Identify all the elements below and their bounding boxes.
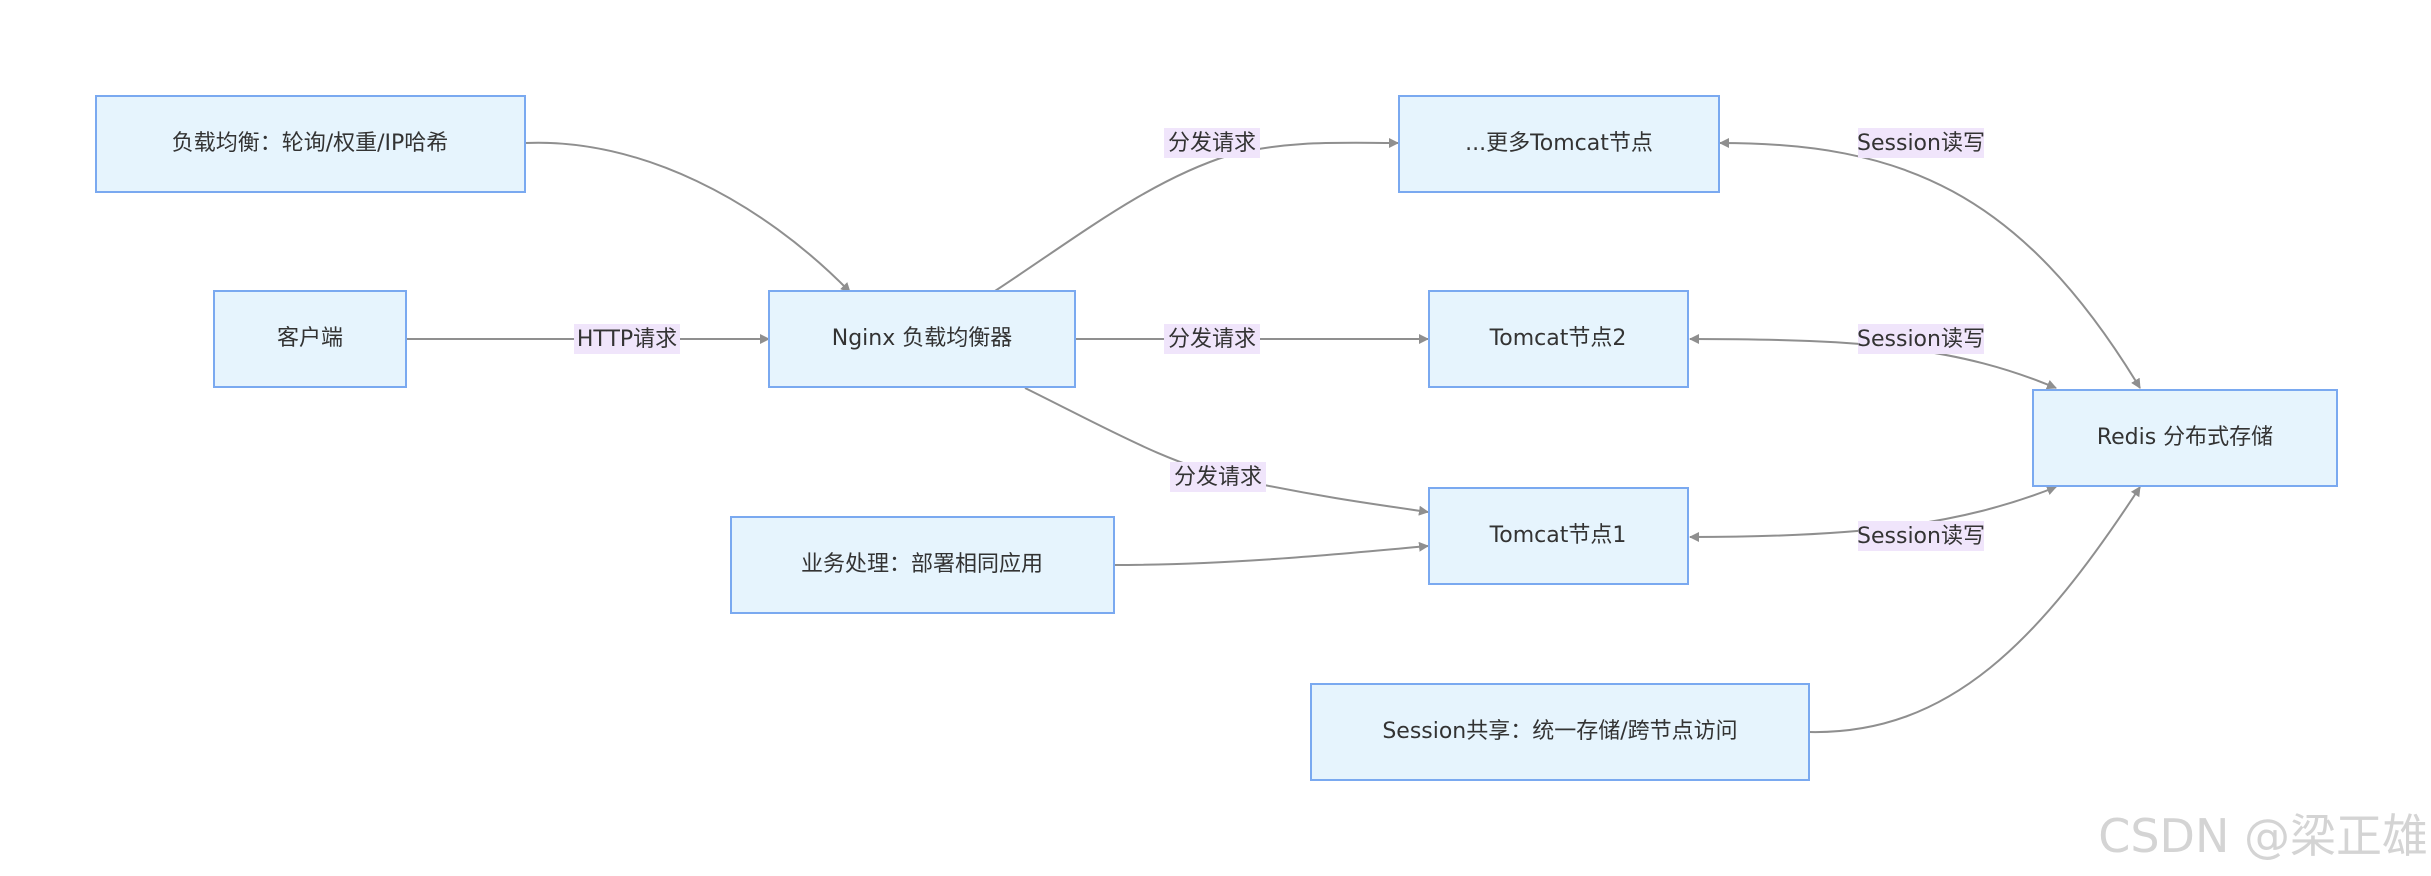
svg-text:业务处理：部署相同应用: 业务处理：部署相同应用 bbox=[801, 552, 1043, 577]
edge-label-http: HTTP请求 bbox=[574, 324, 680, 354]
node-client: 客户端 bbox=[213, 290, 407, 388]
node-lb-strategy: 负载均衡：轮询/权重/IP哈希 bbox=[95, 95, 526, 193]
edge-label-dispatch-2: 分发请求 bbox=[1164, 324, 1260, 354]
node-tomcat1: Tomcat节点1 bbox=[1428, 487, 1689, 585]
edge-label-session-1: Session读写 bbox=[1857, 521, 1985, 551]
svg-text:Tomcat节点1: Tomcat节点1 bbox=[1489, 523, 1627, 548]
svg-text:Nginx 负载均衡器: Nginx 负载均衡器 bbox=[832, 326, 1013, 351]
edge-nginx-to-tomcat1 bbox=[1024, 387, 1429, 516]
node-biz: 业务处理：部署相同应用 bbox=[730, 516, 1115, 614]
svg-text:Redis 分布式存储: Redis 分布式存储 bbox=[2097, 425, 2273, 450]
node-tomcat2: Tomcat节点2 bbox=[1428, 290, 1689, 388]
edge-session-share-to-redis bbox=[1808, 486, 2141, 734]
svg-text:分发请求: 分发请求 bbox=[1174, 465, 1262, 490]
edge-label-dispatch-more: 分发请求 bbox=[1164, 128, 1260, 158]
svg-text:负载均衡：轮询/权重/IP哈希: 负载均衡：轮询/权重/IP哈希 bbox=[172, 131, 449, 156]
svg-text:分发请求: 分发请求 bbox=[1168, 327, 1256, 352]
csdn-watermark: CSDN @梁正雄 bbox=[2098, 809, 2428, 863]
edge-label-dispatch-1: 分发请求 bbox=[1170, 462, 1266, 492]
svg-text:Session读写: Session读写 bbox=[1857, 524, 1985, 549]
svg-text:Session共享：统一存储/跨节点访问: Session共享：统一存储/跨节点访问 bbox=[1382, 719, 1737, 744]
node-redis: Redis 分布式存储 bbox=[2032, 389, 2338, 487]
node-session-share: Session共享：统一存储/跨节点访问 bbox=[1310, 683, 1810, 781]
edge-nginx-to-more-tomcat bbox=[994, 137, 1399, 292]
edge-lb-strategy-to-nginx bbox=[524, 141, 851, 293]
svg-text:Session读写: Session读写 bbox=[1857, 327, 1985, 352]
svg-text:Session读写: Session读写 bbox=[1857, 131, 1985, 156]
svg-text:...更多Tomcat节点: ...更多Tomcat节点 bbox=[1465, 131, 1653, 156]
node-more-tomcat: ...更多Tomcat节点 bbox=[1398, 95, 1720, 193]
svg-text:HTTP请求: HTTP请求 bbox=[577, 327, 677, 352]
svg-text:分发请求: 分发请求 bbox=[1168, 131, 1256, 156]
edge-session-more-tomcat bbox=[1719, 138, 2141, 389]
edge-label-session-2: Session读写 bbox=[1857, 324, 1985, 354]
svg-text:客户端: 客户端 bbox=[277, 326, 343, 351]
svg-text:Tomcat节点2: Tomcat节点2 bbox=[1489, 326, 1627, 351]
edge-label-session-more: Session读写 bbox=[1857, 128, 1985, 158]
edge-biz-to-tomcat1 bbox=[1112, 541, 1429, 566]
node-nginx: Nginx 负载均衡器 bbox=[768, 290, 1076, 388]
